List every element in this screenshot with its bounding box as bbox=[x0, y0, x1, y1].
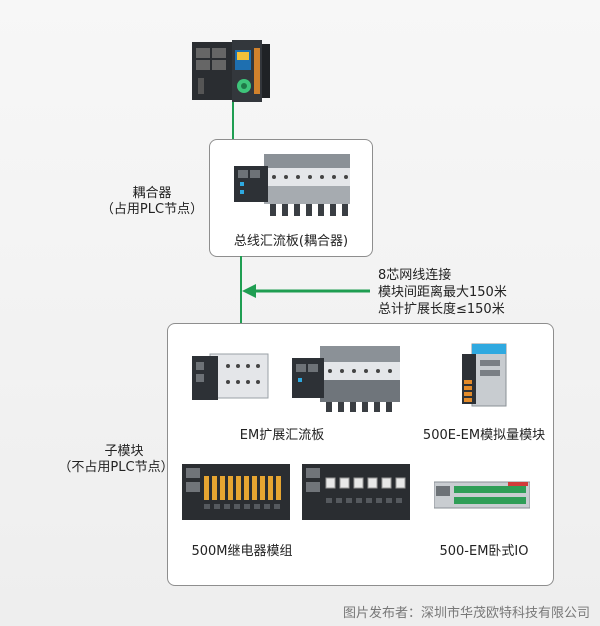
image-credit: 图片发布者：深圳市华茂欧特科技有限公司 bbox=[342, 606, 590, 621]
connection-text-line2: 模块间距离最大150米 bbox=[378, 285, 507, 300]
relay-module-icon bbox=[182, 464, 412, 522]
plc-to-coupler-line bbox=[232, 102, 234, 140]
coupler-caption: 总线汇流板(耦合器) bbox=[233, 234, 349, 249]
horizontal-io-module-icon bbox=[433, 480, 531, 510]
relay-module-caption: 500M继电器模组 bbox=[191, 544, 293, 559]
coupler-box: 总线汇流板(耦合器) bbox=[209, 139, 373, 257]
connection-text-line3: 总计扩展长度≤150米 bbox=[378, 302, 505, 317]
analog-module-icon bbox=[456, 340, 512, 408]
submodule-side-label: 子模块 bbox=[104, 444, 144, 459]
horizontal-io-caption: 500-EM卧式IO bbox=[439, 544, 529, 559]
em-expansion-caption: EM扩展汇流板 bbox=[239, 428, 325, 443]
coupler-to-submodule-line bbox=[240, 256, 242, 324]
coupler-side-label: 耦合器 bbox=[132, 186, 172, 201]
plc-controller-icon bbox=[192, 40, 270, 102]
submodule-side-label-note: （不占用PLC节点） bbox=[58, 460, 174, 475]
submodule-box: EM扩展汇流板 500E-EM模拟量模块 bbox=[167, 323, 554, 586]
analog-module-caption: 500E-EM模拟量模块 bbox=[422, 428, 546, 443]
coupler-side-label-note: （占用PLC节点） bbox=[100, 202, 204, 217]
coupler-device-icon bbox=[230, 152, 352, 218]
connection-text-line1: 8芯网线连接 bbox=[378, 268, 452, 283]
connection-arrow bbox=[242, 283, 370, 298]
em-expansion-bus-board-icon bbox=[188, 344, 408, 414]
